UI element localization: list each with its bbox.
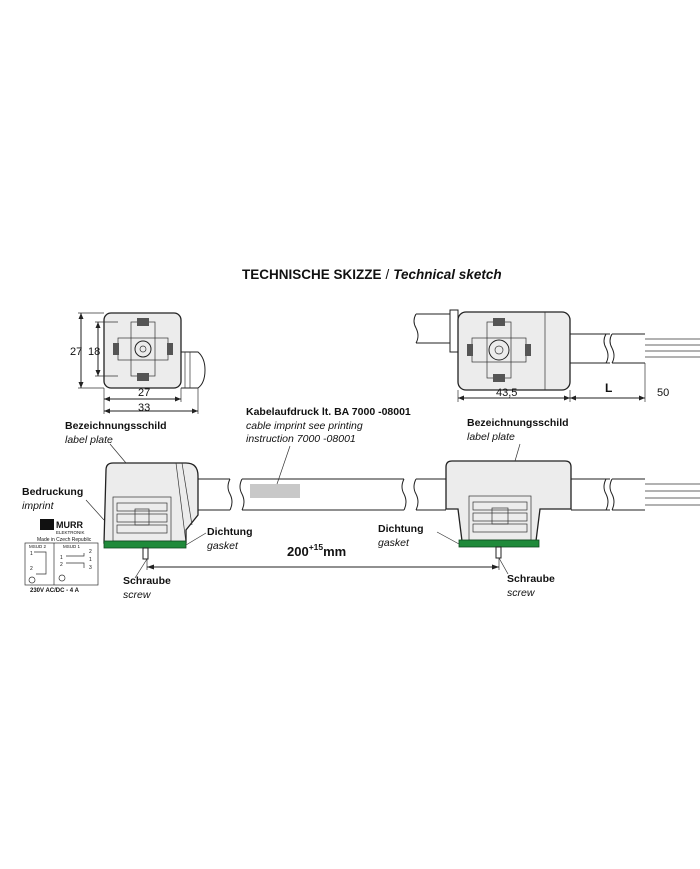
label-plate-left-en: label plate (65, 434, 113, 446)
front-view-right: 43,5 L 50 (413, 309, 700, 402)
label-plate-left-de: Bezeichnungsschild (65, 420, 167, 432)
col-right-header: MSUD 1 (63, 544, 80, 549)
dim-width-right: 43,5 (496, 387, 517, 399)
brand-logo: MURR (56, 520, 83, 530)
made-in-text: Made in Czech Republic (37, 537, 92, 543)
gasket-left (103, 540, 187, 549)
imprint-label-sample: MURR ELEKTRONIK Made in Czech Republic M… (24, 519, 99, 594)
dim-height-inner: 18 (88, 346, 100, 358)
cable-imprint-view (239, 445, 407, 511)
cable-imprint-de: Kabelaufdruck lt. BA 7000 -08001 (246, 406, 411, 418)
imprint-de: Bedruckung (22, 486, 83, 498)
dimension-200mm: 200+15mm (146, 542, 500, 570)
pin-1-left: 1 (30, 551, 33, 557)
brand-sub: ELEKTRONIK (56, 530, 85, 535)
side-view-left (85, 443, 233, 579)
gasket-right-en: gasket (378, 537, 410, 549)
label-plate-right-en: label plate (467, 431, 515, 443)
cable-imprint-field (250, 484, 300, 498)
screw-left-en: screw (123, 589, 152, 601)
screw-right-en: screw (507, 587, 536, 599)
rating-text: 230V AC/DC - 4 A (30, 588, 80, 594)
pin-3-right: 3 (89, 565, 92, 571)
dim-width-inner: 27 (138, 387, 150, 399)
pin-1-right: 1 (89, 557, 92, 563)
imprint-en: imprint (22, 500, 55, 512)
dim-tail-50: 50 (657, 387, 669, 399)
gasket-left-de: Dichtung (207, 526, 253, 538)
screw-left-de: Schraube (123, 575, 171, 587)
dim-length-main: 200+15mm (287, 542, 346, 559)
dim-length-l: L (605, 381, 612, 395)
page-title: TECHNISCHE SKIZZE/Technical sketch (242, 267, 502, 282)
gasket-right (458, 539, 540, 548)
label-plate-right-de: Bezeichnungsschild (467, 417, 569, 429)
dim-width-outer: 33 (138, 402, 150, 414)
gasket-right-de: Dichtung (378, 523, 424, 535)
cable-imprint-en1: cable imprint see printing (246, 420, 363, 432)
pin-2-right: 2 (89, 549, 92, 555)
col-left-header: MSUD 2 (29, 544, 46, 549)
screw-right-de: Schraube (507, 573, 555, 585)
front-view-left: 27 18 27 33 (70, 312, 206, 414)
pin-1-mid: 1 (60, 555, 63, 561)
pin-2-left: 2 (30, 566, 33, 572)
pin-2-mid: 2 (60, 562, 63, 568)
side-view-right (413, 443, 700, 575)
gasket-left-en: gasket (207, 540, 239, 552)
cable-imprint-en2: instruction 7000 -08001 (246, 433, 356, 445)
dim-height-outer: 27 (70, 346, 82, 358)
